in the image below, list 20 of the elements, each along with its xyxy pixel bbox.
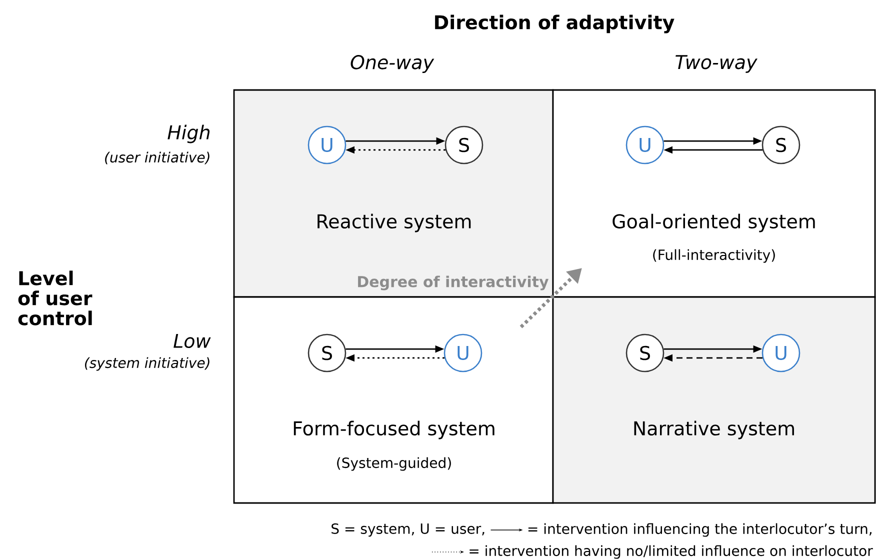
row-header: High [168, 124, 210, 144]
legend-note: S = system, U = user, [332, 523, 484, 537]
axis-title: Level of user control [18, 270, 92, 326]
column-header: Two-way [676, 55, 758, 73]
row-header: Low [174, 334, 211, 348]
legend-text: = intervention having no/limited influence on interlocutor [470, 545, 873, 559]
title: Direction of adaptivity [435, 14, 674, 34]
row-subheader: (system initiative) [85, 357, 210, 371]
column-header: One-way [350, 54, 434, 74]
circle-node: S [762, 126, 800, 164]
circle-node: S [308, 334, 346, 372]
circle-node: U [626, 126, 664, 164]
legend-text: = intervention influencing the interlocutor’s turn, [528, 523, 872, 537]
row-subheader: (user initiative) [105, 152, 210, 164]
circle-node: U [762, 334, 800, 372]
circle-node: S [444, 126, 484, 164]
circle-node: S [626, 334, 664, 372]
circle-node: U [444, 334, 482, 372]
diagonal-label: Degree of interactivity [358, 276, 549, 290]
circle-node: U [308, 126, 346, 164]
